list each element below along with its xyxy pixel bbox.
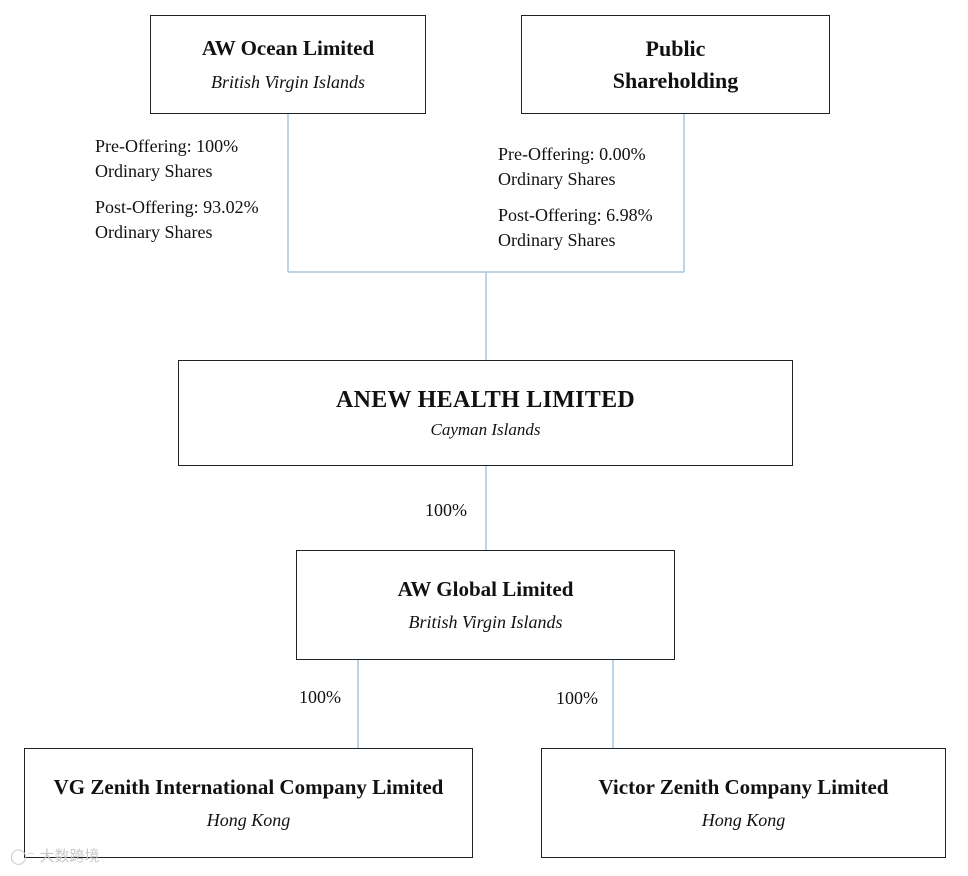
watermark-logo-icon: ◯⁻ xyxy=(10,847,35,865)
share-class-text: Ordinary Shares xyxy=(498,169,616,189)
ownership-label-aw-ocean: Pre-Offering: 100% Ordinary Shares Post-… xyxy=(95,134,259,245)
pre-offering-text: Pre-Offering: 0.00% xyxy=(498,144,646,164)
entity-jurisdiction: Cayman Islands xyxy=(430,420,541,440)
entity-name-line1: Public xyxy=(645,35,706,61)
entity-name-line2: Shareholding xyxy=(612,67,739,93)
share-class-text: Ordinary Shares xyxy=(95,161,213,181)
entity-box-victor-zenith: Victor Zenith Company Limited Hong Kong xyxy=(541,748,946,858)
ownership-label-public: Pre-Offering: 0.00% Ordinary Shares Post… xyxy=(498,142,653,253)
entity-box-public-shareholding: Public Shareholding xyxy=(521,15,830,114)
share-class-text: Ordinary Shares xyxy=(95,222,213,242)
entity-name: VG Zenith International Company Limited xyxy=(53,774,444,799)
post-offering-text: Post-Offering: 6.98% xyxy=(498,205,653,225)
entity-box-aw-ocean: AW Ocean Limited British Virgin Islands xyxy=(150,15,426,114)
entity-box-vg-zenith: VG Zenith International Company Limited … xyxy=(24,748,473,858)
ownership-percentage-global-to-victor: 100% xyxy=(556,688,598,708)
ownership-percentage-anew-to-global: 100% xyxy=(425,500,467,520)
pre-offering-text: Pre-Offering: 100% xyxy=(95,136,239,156)
entity-jurisdiction: British Virgin Islands xyxy=(210,71,365,92)
entity-jurisdiction: Hong Kong xyxy=(206,810,291,831)
entity-box-anew-health: ANEW HEALTH LIMITED Cayman Islands xyxy=(178,360,793,466)
entity-name: Public Shareholding xyxy=(613,33,739,97)
watermark: ◯⁻ 大数跨境 xyxy=(10,845,100,866)
entity-name: ANEW HEALTH LIMITED xyxy=(335,386,636,413)
post-offering-text: Post-Offering: 93.02% xyxy=(95,197,259,217)
entity-jurisdiction: Hong Kong xyxy=(701,810,786,831)
entity-name: AW Global Limited xyxy=(397,576,574,601)
entity-name: Victor Zenith Company Limited xyxy=(598,774,889,799)
ownership-percentage-global-to-vg: 100% xyxy=(299,687,341,707)
entity-jurisdiction: British Virgin Islands xyxy=(408,612,563,633)
share-class-text: Ordinary Shares xyxy=(498,230,616,250)
entity-name: AW Ocean Limited xyxy=(201,36,375,61)
entity-box-aw-global: AW Global Limited British Virgin Islands xyxy=(296,550,675,660)
watermark-text: 大数跨境 xyxy=(39,847,100,865)
